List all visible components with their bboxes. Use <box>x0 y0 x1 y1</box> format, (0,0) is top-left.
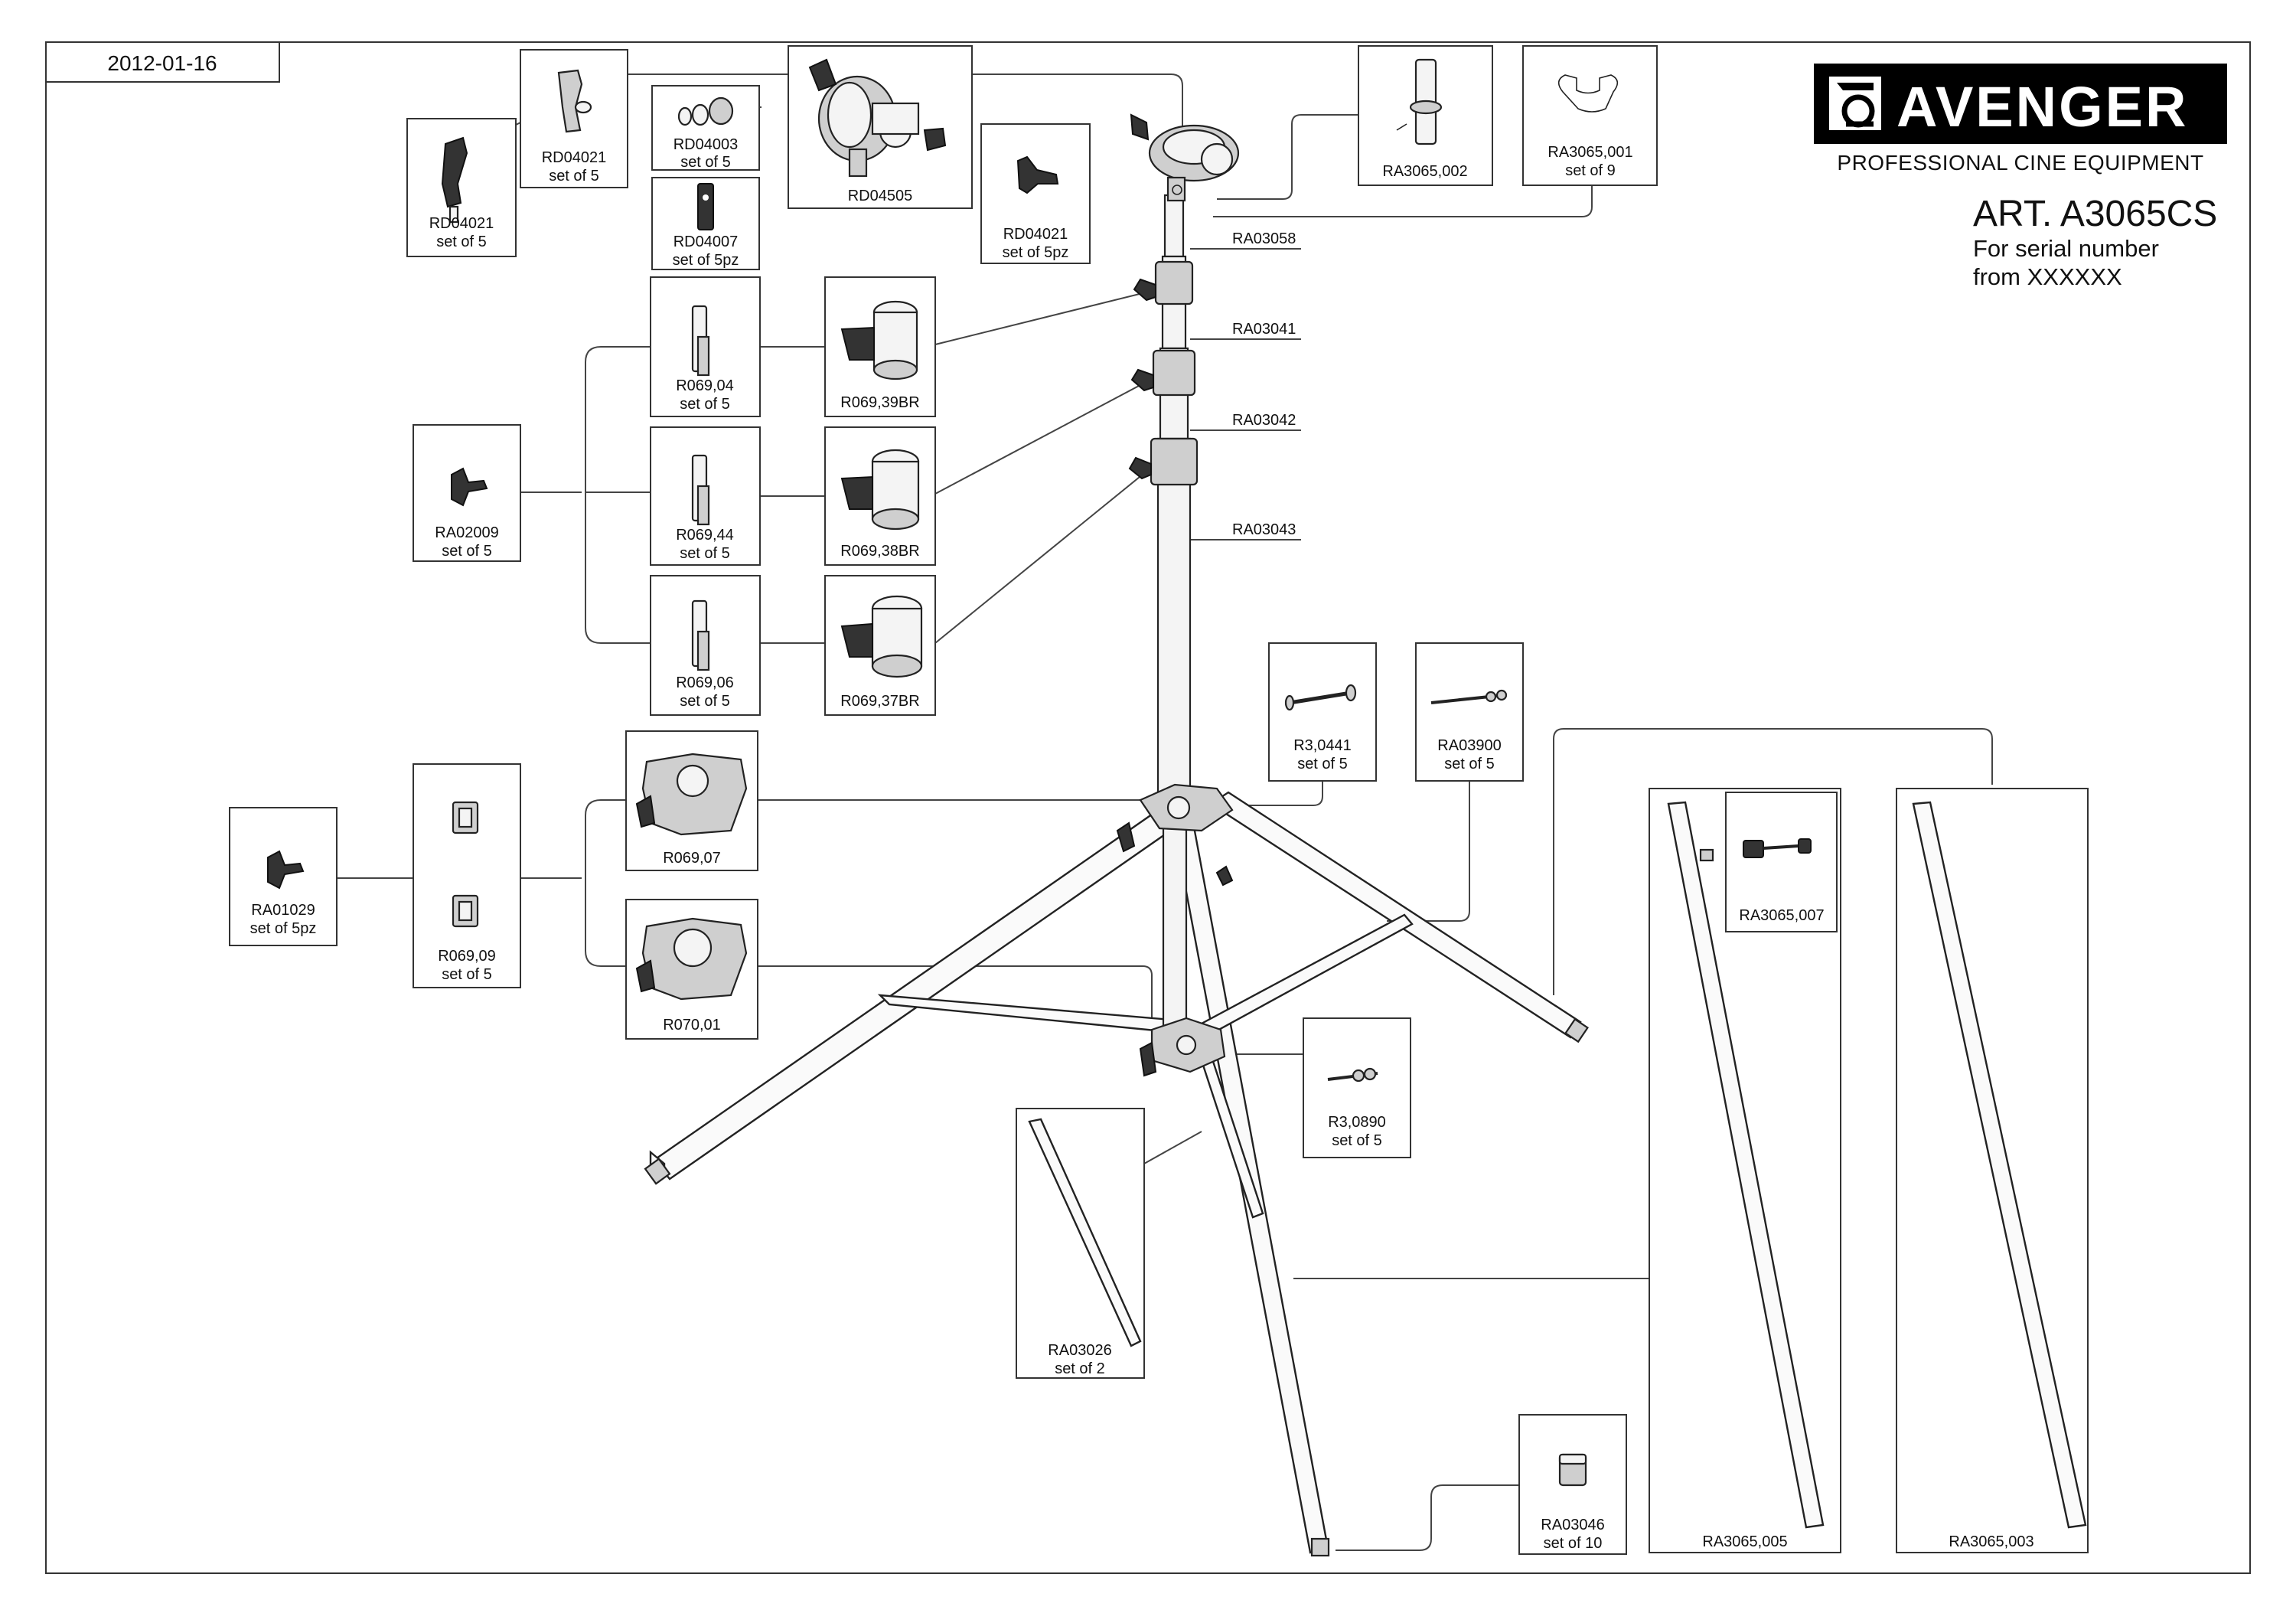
part-box-ra3065-003: RA3065,003 <box>1896 788 2089 1553</box>
part-qty: set of 10 <box>1544 1535 1603 1552</box>
part-code: R069,37BR <box>840 693 919 710</box>
part-code: RD04021 <box>542 149 607 166</box>
date-box: 2012-01-16 <box>45 41 280 83</box>
collar-2 <box>1130 349 1196 397</box>
part-code: R069,39BR <box>840 394 919 411</box>
part-box-ra01029: RA01029 set of 5pz <box>229 807 338 946</box>
grip-head <box>1130 113 1240 202</box>
column-section-4 <box>1156 437 1192 802</box>
part-qty: set of 5 <box>680 154 731 171</box>
date-label: 2012-01-16 <box>107 51 217 75</box>
part-code: RD04021 <box>429 215 494 232</box>
part-qty: set of 5 <box>1444 756 1495 772</box>
sheet-border <box>45 41 2251 1574</box>
serial-line-1: For serial number <box>1973 235 2159 262</box>
part-code: RA3065,003 <box>1949 1533 2033 1550</box>
part-box-r3-0441: R3,0441 set of 5 <box>1268 642 1377 782</box>
part-qty: set of 5 <box>442 543 492 560</box>
top-hub <box>1116 783 1234 887</box>
part-box-r069-44: R069,44 set of 5 <box>650 426 761 566</box>
part-code: R069,04 <box>676 377 734 394</box>
part-code: R070,01 <box>663 1017 721 1034</box>
part-box-rd04003: RD04003 set of 5 <box>651 85 760 171</box>
part-box-ra03900: RA03900 set of 5 <box>1415 642 1524 782</box>
part-box-ra02009: RA02009 set of 5 <box>413 424 521 562</box>
column-lower <box>1162 825 1188 1043</box>
brace-left <box>877 994 1172 1034</box>
part-qty: set of 5 <box>680 693 730 710</box>
callout-ra03042: RA03042 <box>1232 412 1296 429</box>
part-box-r069-07: R069,07 <box>625 730 758 871</box>
part-qty: set of 5 <box>1297 756 1348 772</box>
lower-hub <box>1139 1017 1226 1077</box>
serial-line-2: from XXXXXX <box>1973 263 2122 290</box>
brand-name: AVENGER <box>1896 75 2188 139</box>
part-box-r069-38br: R069,38BR <box>824 426 936 566</box>
part-code: RD04021 <box>1003 226 1068 243</box>
part-box-r069-06: R069,06 set of 5 <box>650 575 761 716</box>
part-code: R3,0890 <box>1328 1114 1386 1131</box>
part-qty: set of 5 <box>442 966 492 983</box>
part-box-r069-37br: R069,37BR <box>824 575 936 716</box>
part-code: RA3065,007 <box>1739 907 1824 924</box>
part-box-r069-39br: R069,39BR <box>824 276 936 417</box>
part-qty: set of 5 <box>680 396 730 413</box>
part-qty: set of 5pz <box>250 920 317 937</box>
part-box-rd04021-top: RD04021 set of 5 <box>520 49 628 188</box>
part-box-ra03026: RA03026 set of 2 <box>1016 1108 1145 1379</box>
part-code: R069,44 <box>676 527 734 544</box>
brand-tagline: PROFESSIONAL CINE EQUIPMENT <box>1837 151 2203 175</box>
callout-ra03041: RA03041 <box>1232 321 1296 338</box>
part-code: R069,09 <box>438 948 496 965</box>
part-qty: set of 2 <box>1055 1360 1105 1377</box>
part-box-ra3065-002: RA3065,002 <box>1358 45 1493 186</box>
part-code: RA3065,005 <box>1702 1533 1787 1550</box>
part-box-r069-04: R069,04 set of 5 <box>650 276 761 417</box>
part-code: RA3065,001 <box>1548 144 1632 161</box>
part-code: R069,06 <box>676 674 734 691</box>
part-box-rd04505: RD04505 <box>788 45 973 209</box>
part-box-rd04007: RD04007 set of 5pz <box>651 177 760 270</box>
part-code: RA03046 <box>1541 1517 1604 1533</box>
part-qty: set of 5 <box>1332 1132 1382 1149</box>
avenger-logo: AVENGER <box>1814 64 2227 144</box>
part-code: RA3065,002 <box>1382 163 1467 180</box>
part-qty: set of 5pz <box>673 252 739 269</box>
callout-ra03043: RA03043 <box>1232 521 1296 538</box>
part-box-rd04021-left: RD04021 set of 5 <box>406 118 517 257</box>
part-code: RA01029 <box>251 902 315 919</box>
callout-ra03058: RA03058 <box>1232 230 1296 247</box>
collar-1 <box>1133 260 1194 305</box>
part-qty: set of 9 <box>1565 162 1616 179</box>
collar-3 <box>1128 437 1199 486</box>
part-code: RD04007 <box>673 233 739 250</box>
part-code: RA03026 <box>1048 1342 1111 1359</box>
part-qty: set of 5 <box>680 545 730 562</box>
part-code: R069,38BR <box>840 543 919 560</box>
part-box-ra3065-001: RA3065,001 set of 9 <box>1522 45 1658 186</box>
part-box-rd04021-right: RD04021 set of 5pz <box>980 123 1091 264</box>
part-code: R3,0441 <box>1293 737 1352 754</box>
part-code: R069,07 <box>663 850 721 867</box>
part-qty: set of 5pz <box>1003 244 1069 261</box>
part-box-r069-09: R069,09 set of 5 <box>413 763 521 988</box>
part-code: RD04003 <box>673 136 739 153</box>
column-section-1 <box>1163 194 1185 258</box>
part-code: RA03900 <box>1437 737 1501 754</box>
leader-lines <box>337 73 1993 1551</box>
part-box-r3-0890: R3,0890 set of 5 <box>1303 1017 1411 1158</box>
part-code: RD04505 <box>848 188 913 204</box>
part-qty: set of 5 <box>436 233 487 250</box>
part-box-ra3065-007: RA3065,007 <box>1725 792 1838 932</box>
article-number: ART. A3065CS <box>1973 194 2217 234</box>
part-box-r070-01: R070,01 <box>625 899 758 1040</box>
light-stand-assembly <box>644 113 1589 1557</box>
part-code: RA02009 <box>435 524 498 541</box>
part-qty: set of 5 <box>549 168 599 185</box>
part-box-ra03046: RA03046 set of 10 <box>1518 1414 1627 1555</box>
